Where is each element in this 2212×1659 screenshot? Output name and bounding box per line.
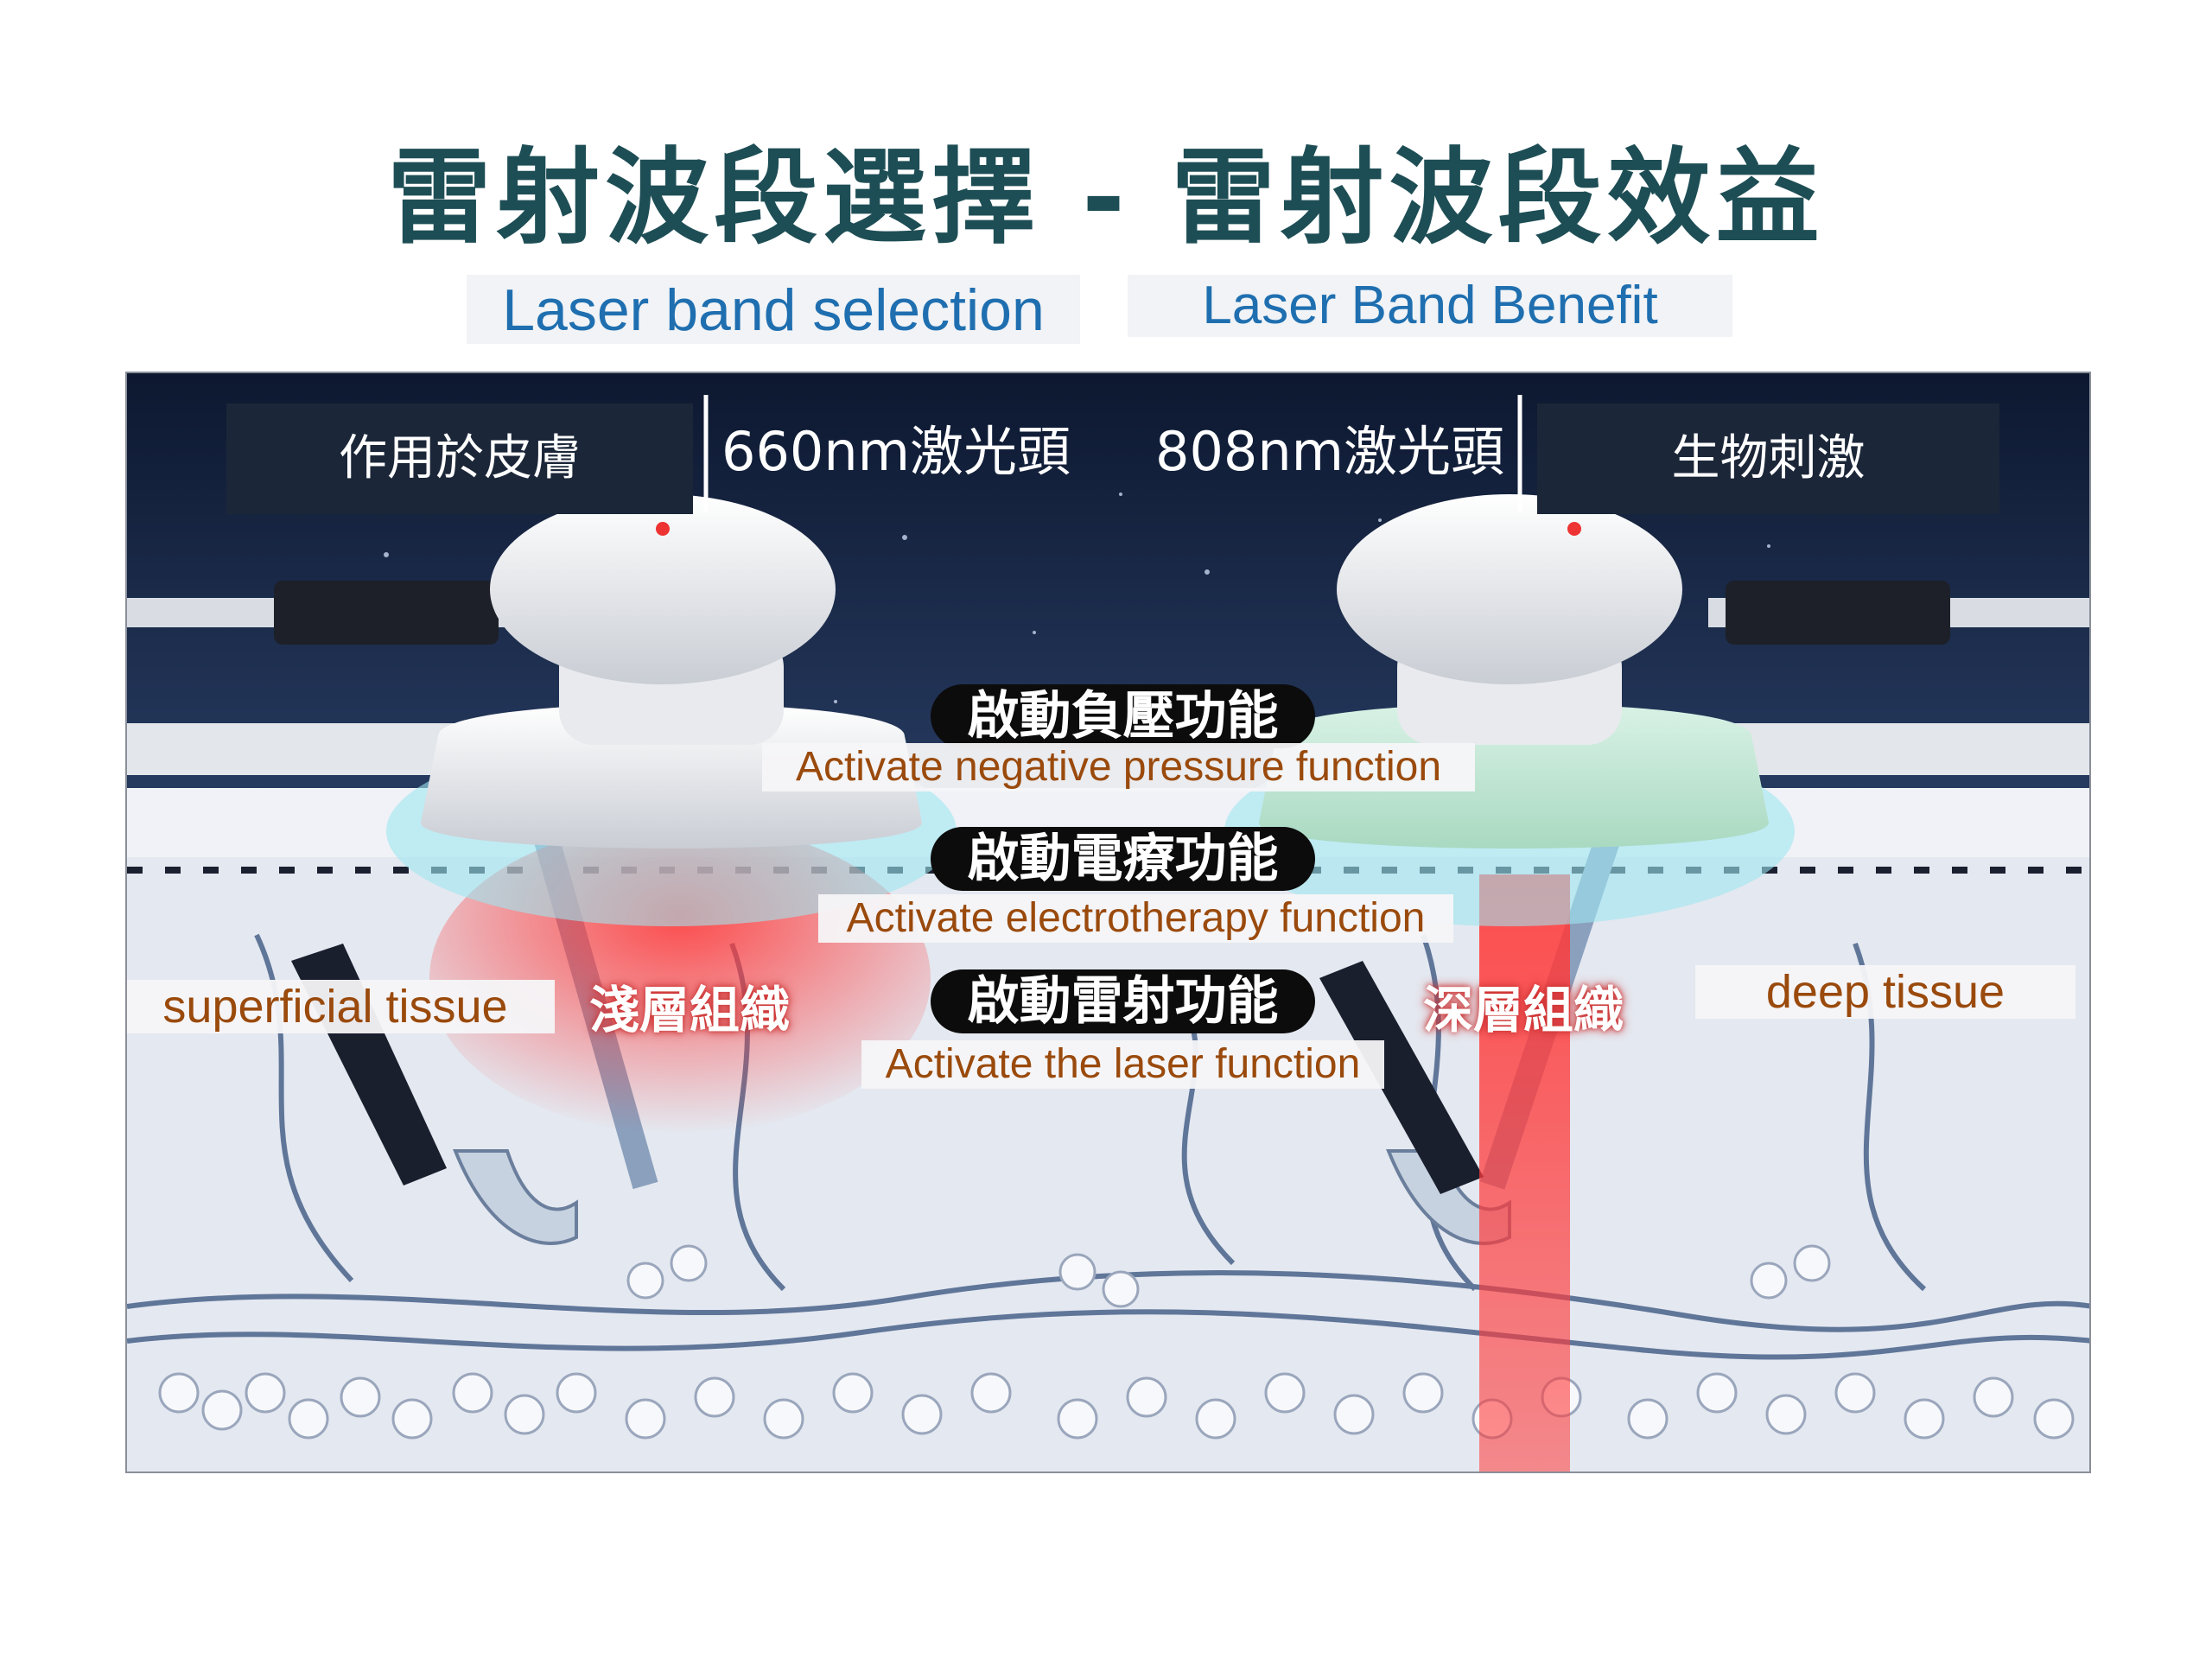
laser-808-beam [1479,874,1570,1471]
pill-electro-cn: 啟動電療功能 [931,827,1315,891]
left-device-660nm [386,494,957,926]
label-skin-cn: 作用於皮膚 [226,404,693,514]
fat-cells [158,1244,2075,1440]
label-660nm: 660nm激光頭 [721,420,1071,483]
label-808nm: 808nm激光頭 [1155,420,1505,483]
label-deep-en: deep tissue [1695,965,2075,1019]
label-shallow-en: superficial tissue [127,980,555,1033]
subtitle-laser-band-selection: Laser band selection [467,275,1080,344]
pill-laser-cn: 啟動雷射功能 [931,969,1315,1033]
label-laser-en: Activate the laser function [861,1040,1384,1089]
label-electro-en: Activate electrotherapy function [818,894,1453,943]
skin-diagram-panel: 作用於皮膚 生物刺激 660nm激光頭 808nm激光頭 啟動負壓功能 Acti… [125,372,2091,1473]
label-bio-cn: 生物刺激 [1537,404,1999,514]
pill-pressure-cn: 啟動負壓功能 [931,684,1315,748]
page-title: 雷射波段選擇 - 雷射波段效益 [387,138,1825,258]
label-shallow-cn: 淺層組織 [589,981,791,1039]
label-pressure-en: Activate negative pressure function [762,743,1475,791]
subtitle-laser-band-benefit: Laser Band Benefit [1128,275,1732,337]
label-deep-cn: 深層組織 [1423,981,1624,1039]
